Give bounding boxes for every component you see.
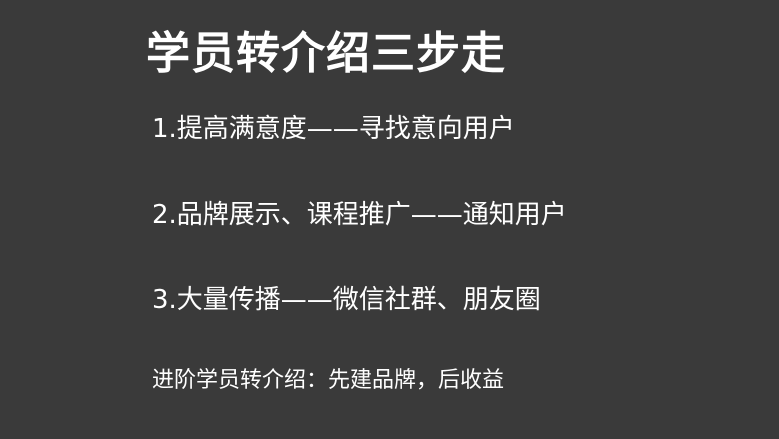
advanced-note: 进阶学员转介绍：先建品牌，后收益	[152, 368, 505, 393]
step-3-text: 3.大量传播——微信社群、朋友圈	[152, 285, 541, 315]
step-1-text: 1.提高满意度——寻找意向用户	[152, 114, 515, 144]
step-2-text: 2.品牌展示、课程推广——通知用户	[152, 200, 567, 230]
slide-title: 学员转介绍三步走	[146, 28, 506, 79]
